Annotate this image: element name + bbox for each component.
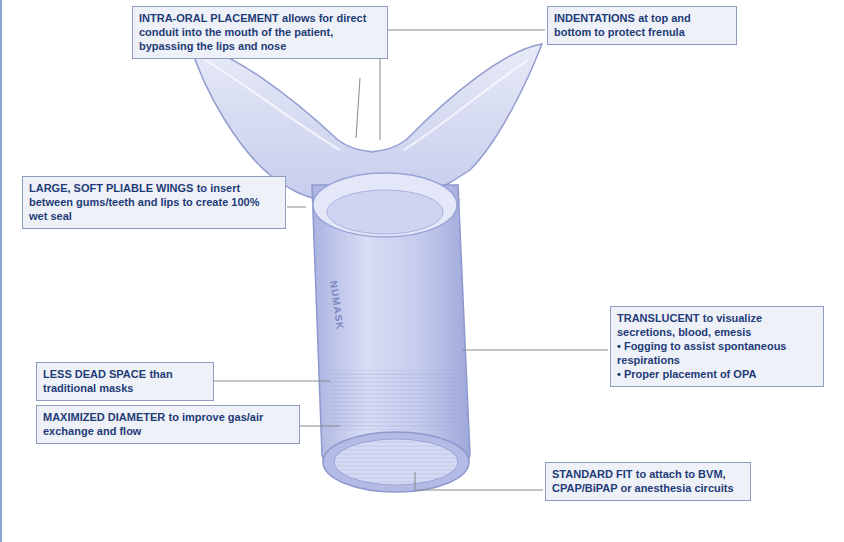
- callout-heading: LESS DEAD SPACE: [43, 368, 146, 380]
- callout-heading: TRANSLUCENT: [617, 312, 700, 324]
- standard-fit-callout: STANDARD FITto attach to BVM, CPAP/BiPAP…: [545, 462, 751, 501]
- wings-callout: LARGE, SOFT PLIABLE WINGSto insert betwe…: [22, 176, 286, 229]
- intra-oral-callout: INTRA-ORAL PLACEMENTallows for direct co…: [132, 6, 388, 59]
- callout-bullet: • Fogging to assist spontaneous respirat…: [617, 339, 817, 367]
- translucent-callout: TRANSLUCENTto visualize secretions, bloo…: [610, 306, 824, 387]
- indentations-callout: INDENTATIONSat top and bottom to protect…: [547, 6, 737, 45]
- callout-bullet: • Proper placement of OPA: [617, 367, 817, 381]
- callout-heading: MAXIMIZED DIAMETER: [43, 411, 165, 423]
- callout-heading: INTRA-ORAL PLACEMENT: [139, 12, 279, 24]
- callout-heading: STANDARD FIT: [552, 468, 632, 480]
- dead-space-callout: LESS DEAD SPACEthan traditional masks: [36, 362, 214, 401]
- callout-heading: INDENTATIONS: [554, 12, 635, 24]
- callout-heading: LARGE, SOFT PLIABLE WINGS: [29, 182, 193, 194]
- diameter-callout: MAXIMIZED DIAMETERto improve gas/air exc…: [36, 405, 300, 444]
